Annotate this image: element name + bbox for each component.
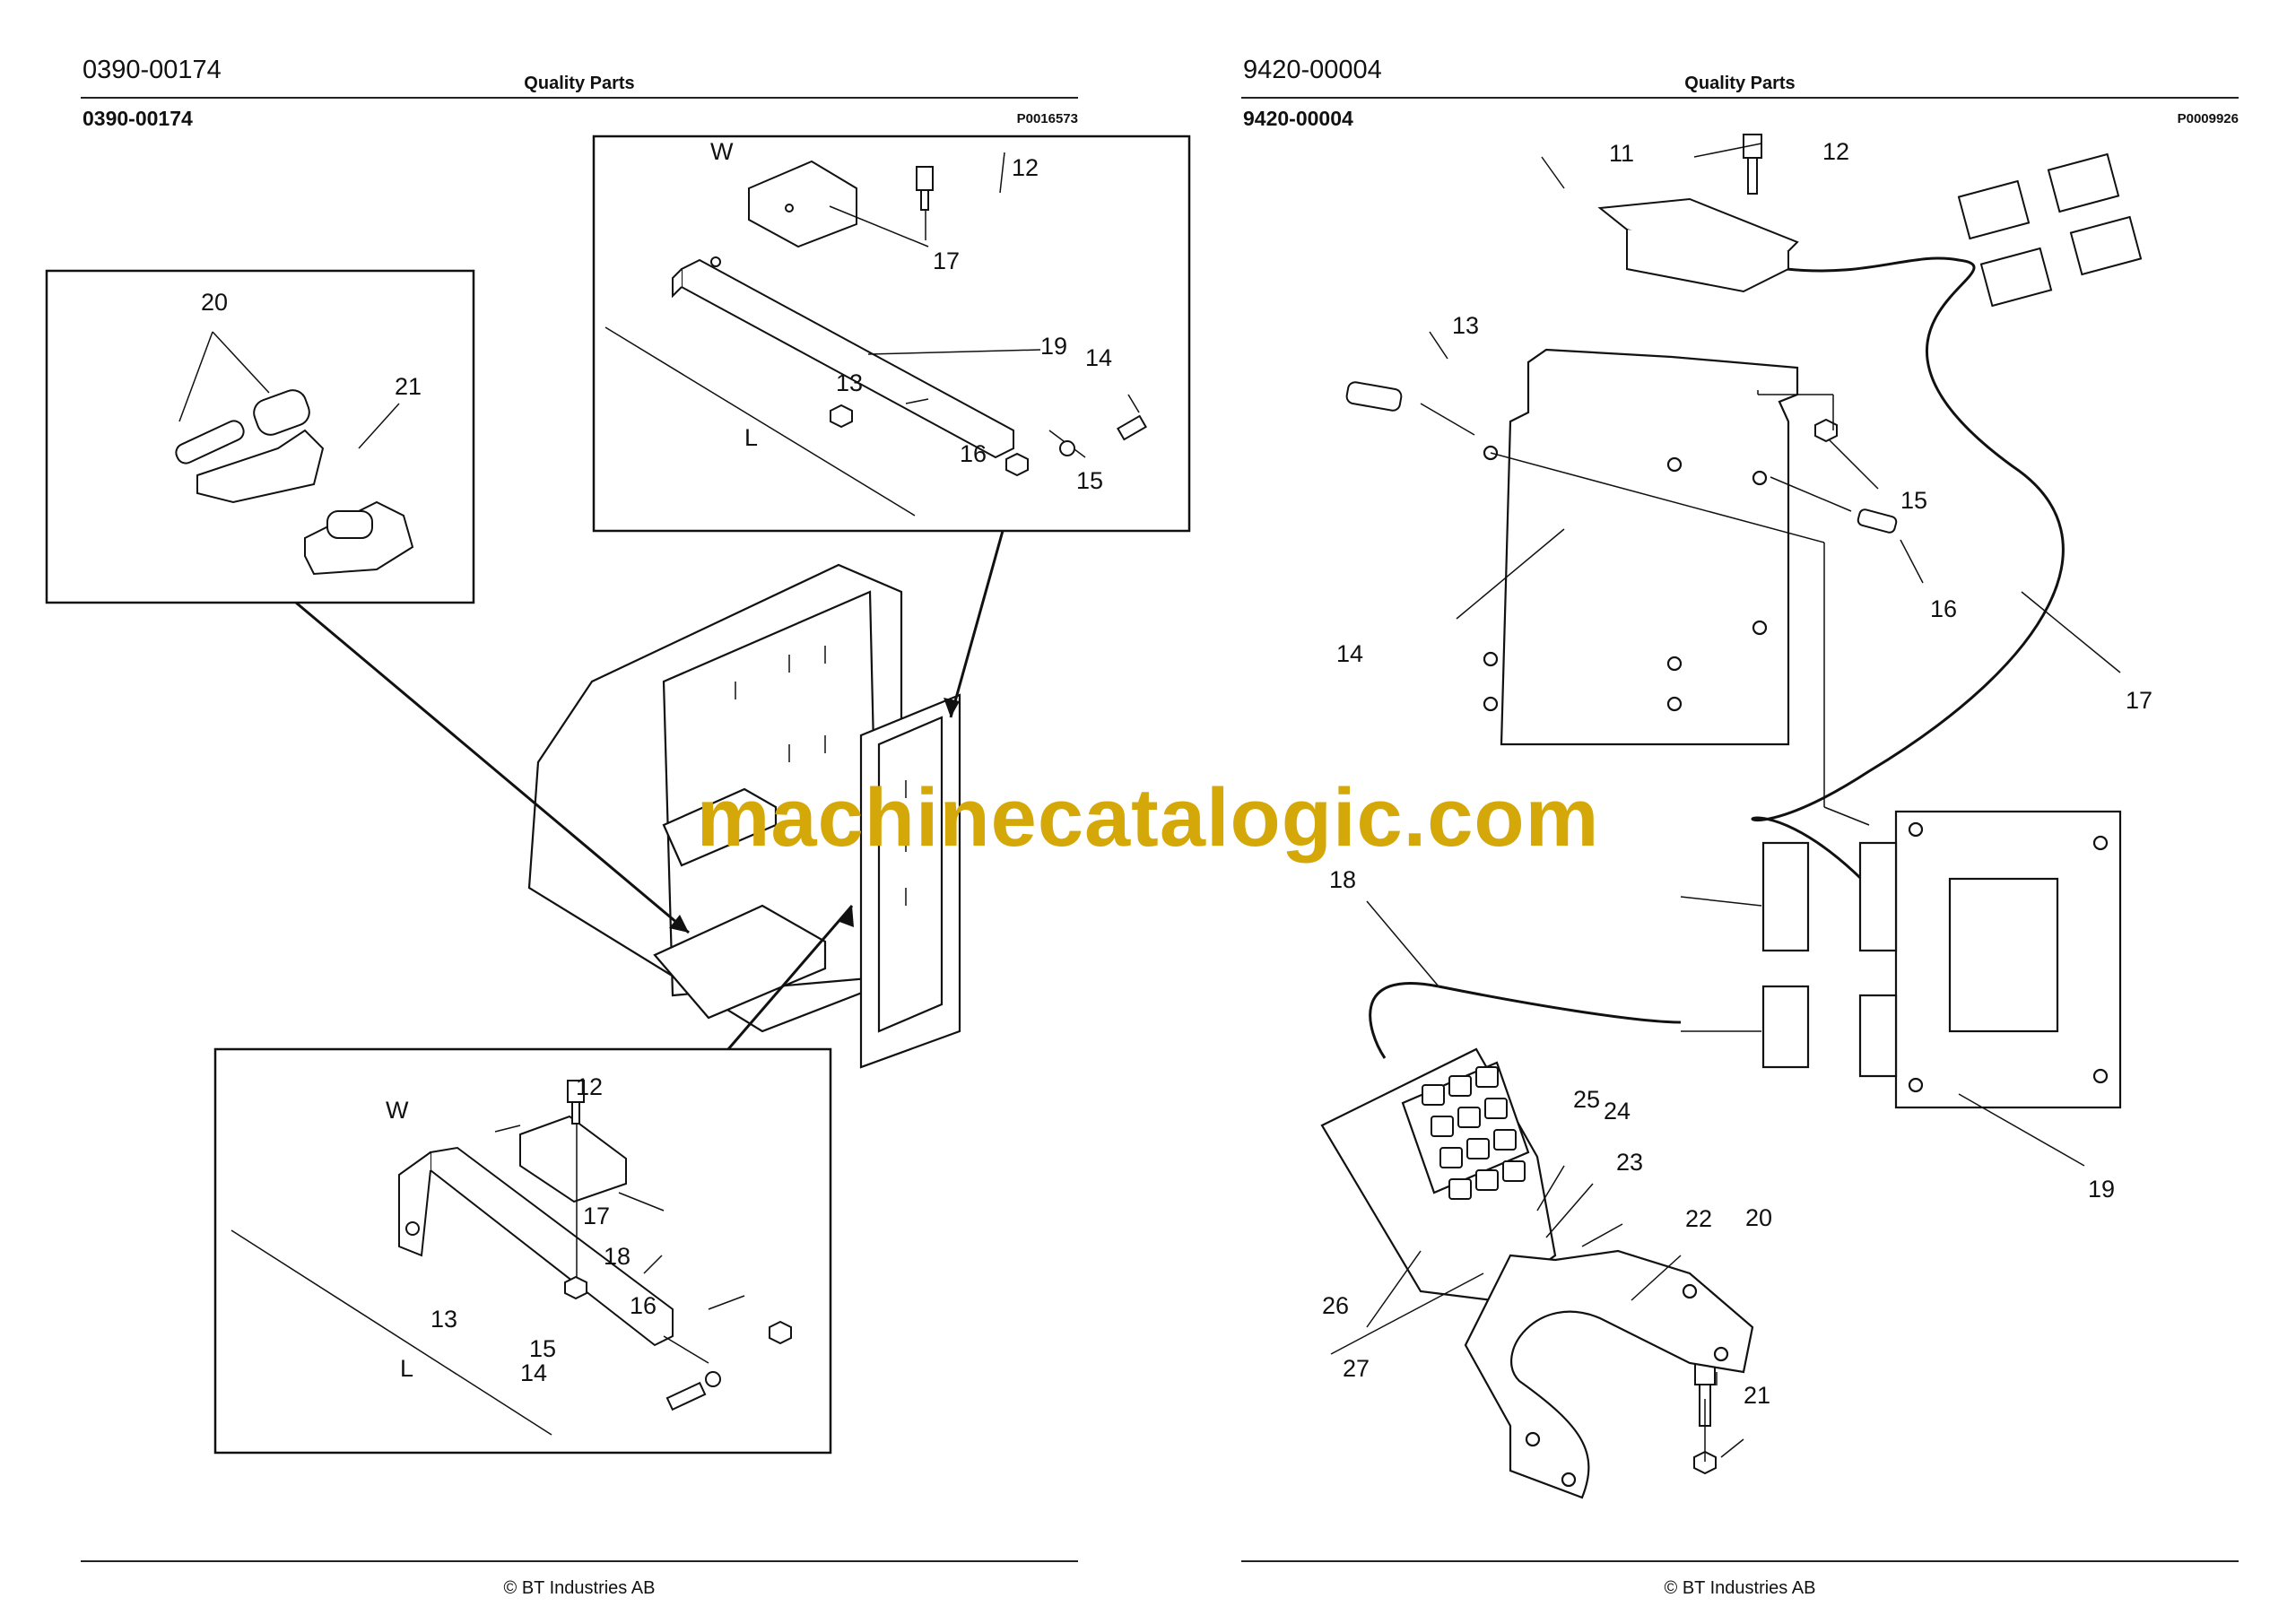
header-rule (81, 97, 1078, 99)
callout-label: 19 (2088, 1176, 2115, 1203)
copyright-footer: © BT Industries AB (1664, 1578, 1816, 1598)
callout-label: 16 (1930, 595, 1957, 622)
right-page: 9420-00004 Quality Parts 9420-00004 P000… (1241, 0, 2246, 1624)
callout-label: 15 (1900, 487, 1927, 514)
callout-label: 17 (933, 248, 960, 274)
callout-label: 15 (529, 1335, 556, 1362)
callout-label: 14 (1085, 344, 1112, 371)
callout-label: 17 (583, 1203, 610, 1229)
figure-id: P0016573 (1016, 111, 1078, 126)
part-number-title: 9420-00004 (1243, 107, 1353, 130)
callout-label: 17 (2126, 687, 2152, 714)
callout-label: 13 (836, 369, 863, 396)
callout-label: 14 (520, 1359, 547, 1386)
callout-label: 25 (1573, 1086, 1600, 1113)
part-number-header: 9420-00004 (1243, 56, 1382, 84)
section-header: Quality Parts (524, 74, 635, 93)
callout-label: 18 (1329, 866, 1356, 893)
callout-label: 24 (1604, 1098, 1631, 1125)
copyright-footer: © BT Industries AB (503, 1578, 656, 1598)
detail-box-left (45, 269, 475, 604)
callout-label: 18 (604, 1243, 631, 1270)
callout-label: W (386, 1097, 409, 1124)
figure-id: P0009926 (2177, 111, 2239, 126)
callout-label: 21 (1744, 1382, 1770, 1409)
exploded-parts-diagram-right: 11 12 13 15 16 14 17 18 19 25 24 23 22 2… (1320, 134, 2152, 1499)
callout-label: L (400, 1355, 413, 1382)
callout-label: 21 (395, 373, 422, 400)
callout-label: 20 (1745, 1204, 1772, 1231)
callout-label: 23 (1616, 1149, 1643, 1176)
header-rule (1241, 97, 2239, 99)
footer-rule (81, 1560, 1078, 1562)
left-page: 0390-00174 Quality Parts 0390-00174 P001… (45, 0, 1191, 1624)
callout-label: 19 (1040, 333, 1067, 360)
callout-label: 16 (630, 1292, 657, 1319)
callout-label: 22 (1685, 1205, 1712, 1232)
callout-label: 12 (1012, 154, 1039, 181)
callout-label: 13 (1452, 312, 1479, 339)
callout-label: 12 (1822, 138, 1849, 165)
callout-label: L (744, 424, 758, 451)
detail-box-top (592, 135, 1191, 533)
watermark: machinecatalogic.com (696, 772, 1600, 864)
part-number-title: 0390-00174 (83, 107, 193, 130)
callout-label: 16 (960, 440, 987, 467)
callout-label: 27 (1343, 1355, 1370, 1382)
footer-rule (1241, 1560, 2239, 1562)
part-number-header: 0390-00174 (83, 56, 222, 84)
callout-label: 15 (1076, 467, 1103, 494)
callout-label: 26 (1322, 1292, 1349, 1319)
exploded-parts-diagram-left: W 12 17 19 13 L 14 16 15 20 21 W 12 17 1… (45, 135, 1191, 1455)
callout-label: 11 (1609, 140, 1634, 167)
detail-box-bottom (213, 1047, 832, 1455)
section-header: Quality Parts (1684, 74, 1796, 93)
callout-label: W (710, 138, 734, 165)
callout-label: 12 (576, 1073, 603, 1100)
callout-label: 20 (201, 289, 228, 316)
callout-label: 14 (1336, 640, 1363, 667)
callout-label: 13 (430, 1306, 457, 1333)
